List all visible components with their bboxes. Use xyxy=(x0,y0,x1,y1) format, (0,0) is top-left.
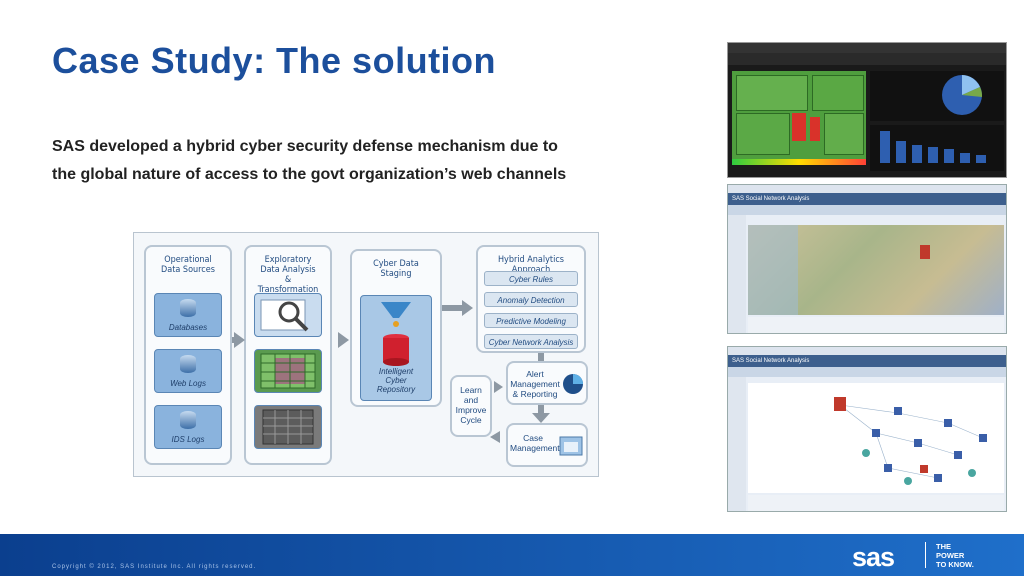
cyber-rules-item: Cyber Rules xyxy=(484,271,578,286)
toolbar xyxy=(728,205,1006,215)
table-tile xyxy=(254,405,322,449)
flow-arrow-shaft xyxy=(538,405,544,415)
case-management-panel: Case Management xyxy=(506,423,588,467)
pie-chart-panel xyxy=(870,71,1004,121)
tile-label: Databases xyxy=(168,323,208,332)
window-titlebar xyxy=(728,347,1006,355)
tagline-line-3: TO KNOW. xyxy=(936,560,974,569)
exploratory-analysis-panel: Exploratory Data Analysis & Transformati… xyxy=(244,245,332,465)
predictive-modeling-item: Predictive Modeling xyxy=(484,313,578,328)
ids-logs-tile: IDS Logs xyxy=(154,405,222,449)
side-toolbar xyxy=(728,215,746,333)
database-icon xyxy=(180,411,196,429)
learn-improve-panel: Learn and Improve Cycle xyxy=(450,375,492,437)
learn-label: Learn and Improve Cycle xyxy=(455,385,487,425)
flow-arrow-shaft xyxy=(538,353,544,361)
alert-label: Alert Management & Reporting xyxy=(510,369,560,399)
treemap-cell xyxy=(736,113,790,155)
window-titlebar xyxy=(728,43,1006,53)
treemap-panel xyxy=(732,71,866,165)
treemap-cell-alert xyxy=(792,113,806,141)
body-line-2: the global nature of access to the govt … xyxy=(52,166,567,183)
operational-data-sources-panel: Operational Data Sources Databases Web L… xyxy=(144,245,232,465)
repository-tile: Intelligent Cyber Repository xyxy=(360,295,432,401)
left-arrow-icon xyxy=(490,431,500,443)
treemap-cell xyxy=(812,75,864,111)
tagline: THE POWER TO KNOW. xyxy=(936,542,974,569)
web-logs-tile: Web Logs xyxy=(154,349,222,393)
tagline-line-2: POWER xyxy=(936,551,965,560)
flow-arrow-icon xyxy=(462,300,473,316)
pie-chart xyxy=(942,75,983,115)
treemap-cell xyxy=(736,75,808,111)
color-scale xyxy=(732,159,866,165)
side-toolbar xyxy=(728,377,746,511)
magnifier-icon xyxy=(260,299,309,332)
databases-tile: Databases xyxy=(154,293,222,337)
alert-marker-icon[interactable] xyxy=(920,245,930,259)
body-line-1: SAS developed a hybrid cyber security de… xyxy=(52,138,558,155)
ocean-area xyxy=(748,225,798,315)
bar-chart-panel xyxy=(870,125,1004,171)
funnel-cylinder-icon xyxy=(381,302,411,366)
status-panel xyxy=(748,495,1004,511)
slide-body: SAS developed a hybrid cyber security de… xyxy=(52,133,712,189)
flow-arrow-icon xyxy=(234,332,245,348)
panel-title: Exploratory Data Analysis & Transformati… xyxy=(257,255,319,295)
logo-divider xyxy=(925,542,926,568)
network-view xyxy=(748,383,1004,493)
case-folder-icon xyxy=(559,436,583,456)
map-view xyxy=(748,225,1004,315)
map-screenshot: SAS Social Network Analysis xyxy=(727,184,1007,334)
down-arrow-icon xyxy=(532,413,550,423)
tile-label: Web Logs xyxy=(170,379,206,388)
window-titlebar xyxy=(728,185,1006,193)
slide-title: Case Study: The solution xyxy=(52,40,497,81)
footer-bar: Copyright © 2012, SAS Institute Inc. All… xyxy=(0,534,1024,576)
treemap-cell xyxy=(824,113,864,155)
database-icon xyxy=(180,355,196,373)
tile-label: Intelligent Cyber Repository xyxy=(376,367,416,394)
cyber-data-staging-panel: Cyber Data Staging Intelligent Cyber Rep… xyxy=(350,249,442,407)
database-icon xyxy=(180,299,196,317)
network-graph-screenshot: SAS Social Network Analysis xyxy=(727,346,1007,512)
panel-title: Cyber Data Staging xyxy=(373,259,419,279)
network-graph xyxy=(834,397,987,485)
case-label: Case Management xyxy=(510,433,560,453)
sas-logo: sas xyxy=(852,542,895,572)
dashboard-screenshot xyxy=(727,42,1007,178)
panel-title: Hybrid Analytics Approach xyxy=(497,255,565,275)
tagline-line-1: THE xyxy=(936,542,951,551)
copyright-text: Copyright © 2012, SAS Institute Inc. All… xyxy=(52,564,257,570)
treemap-cell-alert xyxy=(810,117,820,141)
bar-chart xyxy=(880,131,986,163)
cyber-network-analysis-item: Cyber Network Analysis xyxy=(484,334,578,349)
toolbar xyxy=(728,53,1006,65)
table-icon xyxy=(262,409,314,445)
flow-arrow-icon xyxy=(338,332,349,348)
magnifier-tile xyxy=(254,293,322,337)
panel-title: Operational Data Sources xyxy=(161,255,215,275)
anomaly-detection-item: Anomaly Detection xyxy=(484,292,578,307)
architecture-diagram: Operational Data Sources Databases Web L… xyxy=(133,232,599,477)
hybrid-analytics-panel: Hybrid Analytics Approach Cyber Rules An… xyxy=(476,245,586,353)
app-header: SAS Social Network Analysis xyxy=(728,355,1006,367)
status-panel xyxy=(748,317,1004,333)
flow-arrow-shaft xyxy=(442,305,464,311)
flow-arrow-icon xyxy=(494,381,503,393)
alert-management-panel: Alert Management & Reporting xyxy=(506,361,588,405)
toolbar xyxy=(728,367,1006,377)
app-header: SAS Social Network Analysis xyxy=(728,193,1006,205)
tile-label: IDS Logs xyxy=(171,435,205,444)
grid-icon xyxy=(260,353,316,389)
data-grid-tile xyxy=(254,349,322,393)
pie-chart-icon xyxy=(563,374,583,394)
